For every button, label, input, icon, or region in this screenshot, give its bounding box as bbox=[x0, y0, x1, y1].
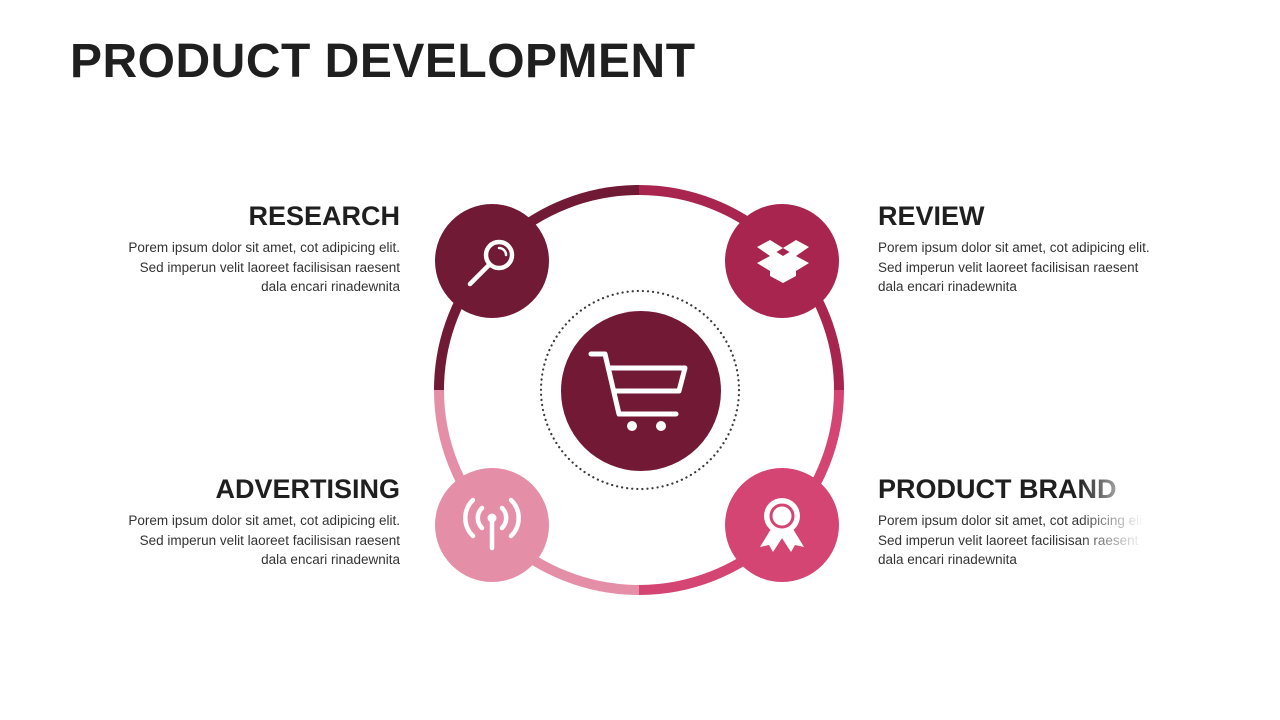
review-heading: REVIEW bbox=[878, 201, 985, 231]
node-research bbox=[435, 204, 549, 318]
product-brand-line-1: Porem ipsum dolor sit amet, cot adipicin… bbox=[878, 513, 1150, 528]
advertising-line-1: Porem ipsum dolor sit amet, cot adipicin… bbox=[128, 513, 400, 528]
page-title: PRODUCT DEVELOPMENT bbox=[70, 35, 696, 88]
research-block: RESEARCH Porem ipsum dolor sit amet, cot… bbox=[80, 200, 400, 297]
review-block: REVIEW Porem ipsum dolor sit amet, cot a… bbox=[878, 200, 1198, 297]
review-line-1: Porem ipsum dolor sit amet, cot adipicin… bbox=[878, 240, 1150, 255]
broadcast-icon bbox=[463, 497, 521, 551]
review-line-3: dala encari rinadewnita bbox=[878, 279, 1017, 294]
product-brand-line-3: dala encari rinadewnita bbox=[878, 552, 1017, 567]
review-line-2: Sed imperun velit laoreet facilisisan ra… bbox=[878, 259, 1139, 275]
award-ribbon-icon bbox=[760, 498, 804, 552]
advertising-line-2: Sed imperun velit laoreet facilisisan ra… bbox=[139, 532, 400, 548]
review-description: Porem ipsum dolor sit amet, cot adipicin… bbox=[878, 238, 1198, 297]
shopping-cart-icon bbox=[588, 351, 688, 431]
magnifier-icon bbox=[467, 239, 515, 287]
research-line-1: Porem ipsum dolor sit amet, cot adipicin… bbox=[128, 240, 400, 255]
open-box-icon bbox=[757, 240, 809, 283]
dotted-ring bbox=[539, 289, 741, 491]
research-description: Porem ipsum dolor sit amet, cot adipicin… bbox=[80, 238, 400, 297]
research-heading: RESEARCH bbox=[248, 201, 400, 231]
product-brand-line-2: Sed imperun velit laoreet facilisisan ra… bbox=[878, 532, 1139, 548]
product-brand-description: Porem ipsum dolor sit amet, cot adipicin… bbox=[878, 511, 1198, 570]
research-line-2: Sed imperun velit laoreet facilisisan ra… bbox=[139, 259, 400, 275]
advertising-block: ADVERTISING Porem ipsum dolor sit amet, … bbox=[80, 473, 400, 570]
product-brand-heading: PRODUCT BRAND bbox=[878, 474, 1117, 504]
advertising-line-3: dala encari rinadewnita bbox=[261, 552, 400, 567]
advertising-description: Porem ipsum dolor sit amet, cot adipicin… bbox=[80, 511, 400, 570]
product-brand-block: PRODUCT BRAND Porem ipsum dolor sit amet… bbox=[878, 473, 1198, 573]
advertising-heading: ADVERTISING bbox=[215, 474, 400, 504]
research-line-3: dala encari rinadewnita bbox=[261, 279, 400, 294]
